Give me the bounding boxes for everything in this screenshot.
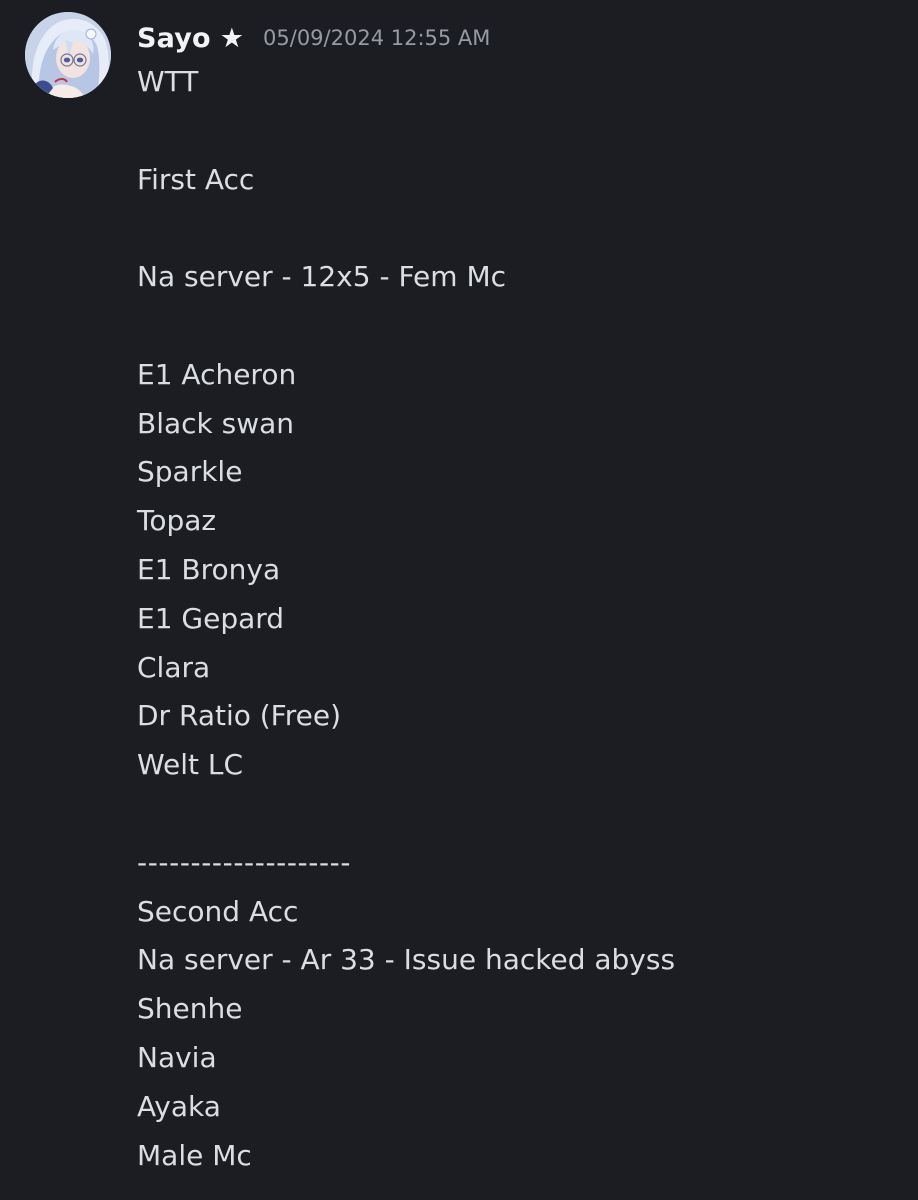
blank-line	[137, 107, 897, 156]
message-line: E1 Acheron	[137, 357, 297, 391]
message-timestamp[interactable]: 05/09/2024 12:55 AM	[263, 26, 491, 50]
message-line: E1 Bronya	[137, 552, 281, 586]
message-line: Ayaka	[137, 1089, 221, 1123]
message-line: Clara	[137, 650, 211, 684]
message-line: Second Acc	[137, 894, 299, 928]
message-line: WTT	[137, 65, 199, 98]
message-line: Shenhe	[137, 992, 243, 1026]
message-header: Sayo ★ 05/09/2024 12:55 AM	[137, 18, 490, 58]
avatar[interactable]	[25, 12, 111, 98]
author-name[interactable]: Sayo	[137, 22, 211, 54]
blank-line	[137, 302, 897, 351]
message-line: Na server - Ar 33 - Issue hacked abyss	[137, 943, 676, 977]
message-content: WTT First Acc Na server - 12x5 - Fem Mc E1 …	[137, 58, 897, 1180]
message-line: First Acc	[137, 162, 255, 196]
message-line: Welt LC	[137, 748, 244, 782]
message-line: E1 Gepard	[137, 601, 285, 635]
star-icon: ★	[219, 22, 245, 54]
message-line: Dr Ratio (Free)	[137, 699, 342, 733]
avatar-image	[25, 12, 111, 98]
message-line: Topaz	[137, 504, 217, 538]
blank-line	[137, 790, 897, 839]
message-line: Sparkle	[137, 455, 243, 489]
message-line: Na server - 12x5 - Fem Mc	[137, 260, 506, 294]
message-line: Male Mc	[137, 1138, 252, 1172]
message-line: Navia	[137, 1040, 217, 1074]
blank-line	[137, 204, 897, 253]
message-line: --------------------	[137, 845, 352, 879]
message-line: Black swan	[137, 406, 295, 440]
